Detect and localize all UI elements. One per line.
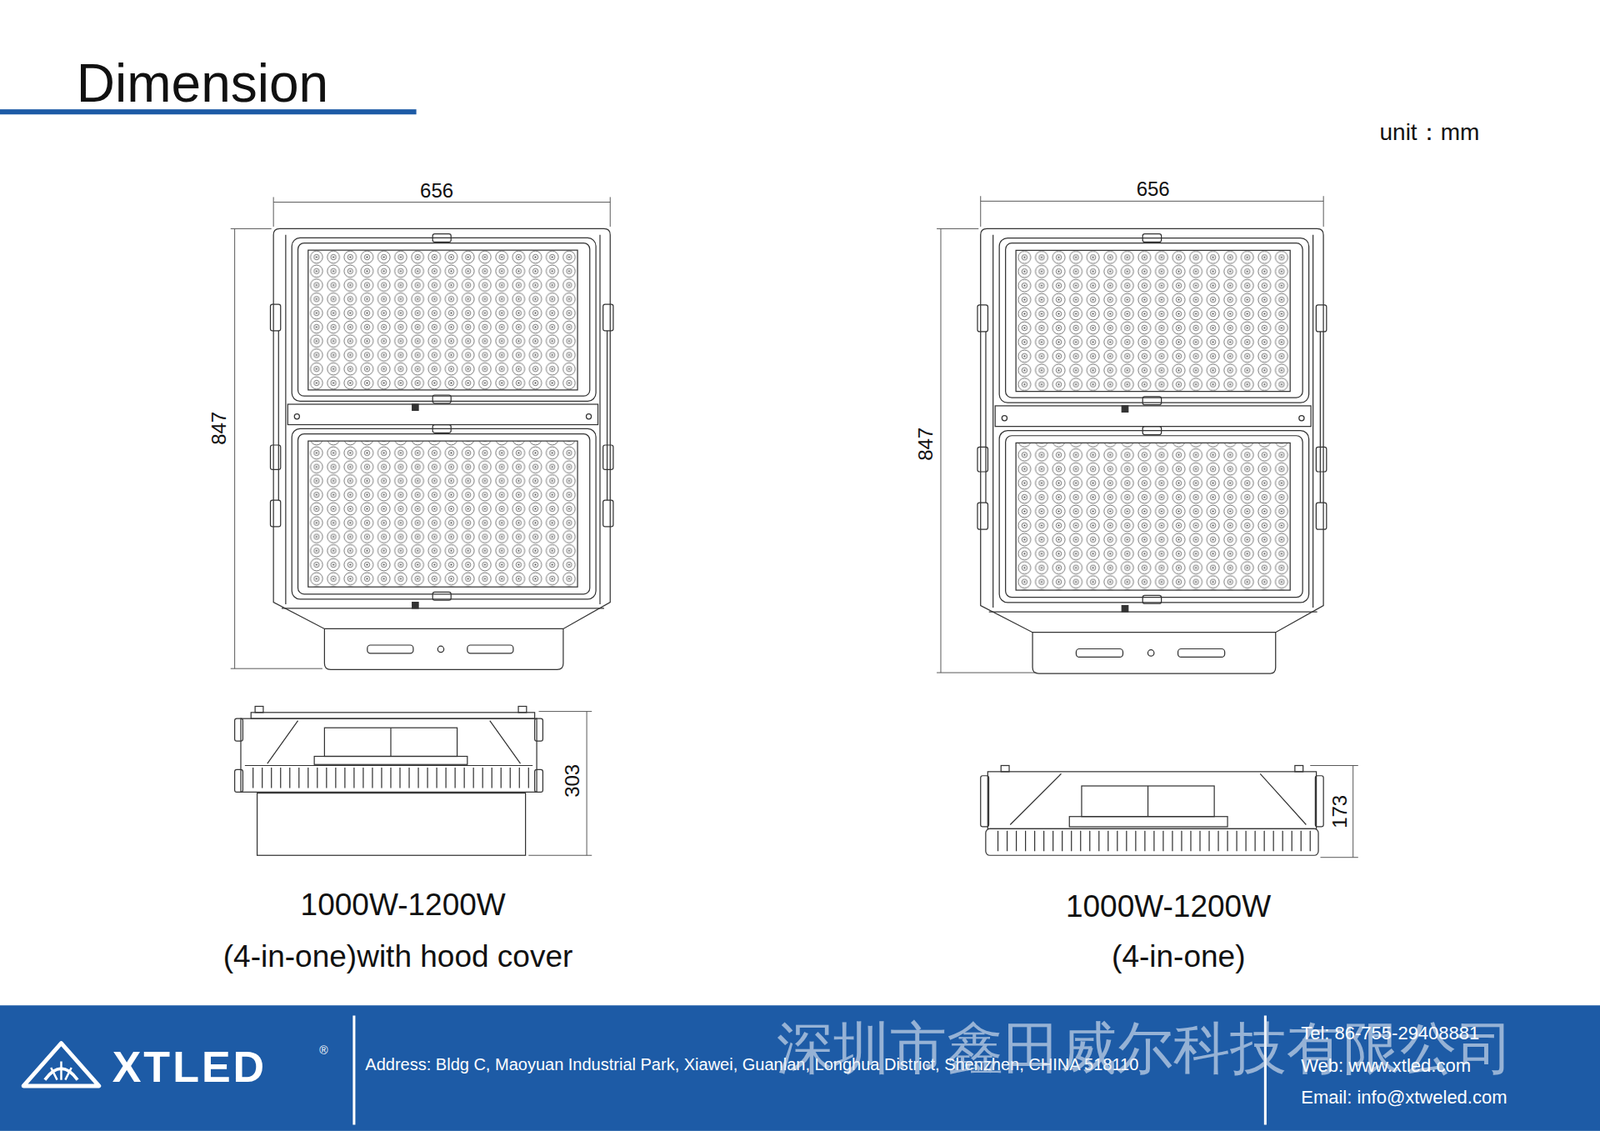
model-caption: (4-in-one)with hood cover (223, 939, 574, 975)
contact-info: Web: www.xtled.com (1300, 1055, 1471, 1076)
model-caption: 1000W-1200W (1065, 889, 1271, 925)
dimension-value: 173 (1328, 794, 1352, 828)
model-caption: (4-in-one) (1111, 939, 1245, 975)
dimension-value: 656 (420, 179, 454, 203)
dimension-value: 847 (914, 427, 938, 461)
contact-info: Email: info@xtweled.com (1300, 1086, 1507, 1108)
registered-mark: ® (319, 1043, 328, 1057)
footer-band: XTLED®Address: Bldg C, Maoyuan Industria… (0, 1005, 1600, 1131)
contact-info: Tel: 86-755-29408881 (1300, 1022, 1480, 1044)
brand-logo-text: XTLED (112, 1042, 267, 1093)
dimension-value: 847 (207, 411, 231, 445)
model-caption: 1000W-1200W (300, 887, 506, 924)
page-title: Dimension (76, 53, 329, 115)
unit-note: unit：mm (1380, 119, 1480, 146)
dimension-value: 656 (1136, 177, 1170, 201)
dimension-value: 303 (560, 764, 585, 798)
